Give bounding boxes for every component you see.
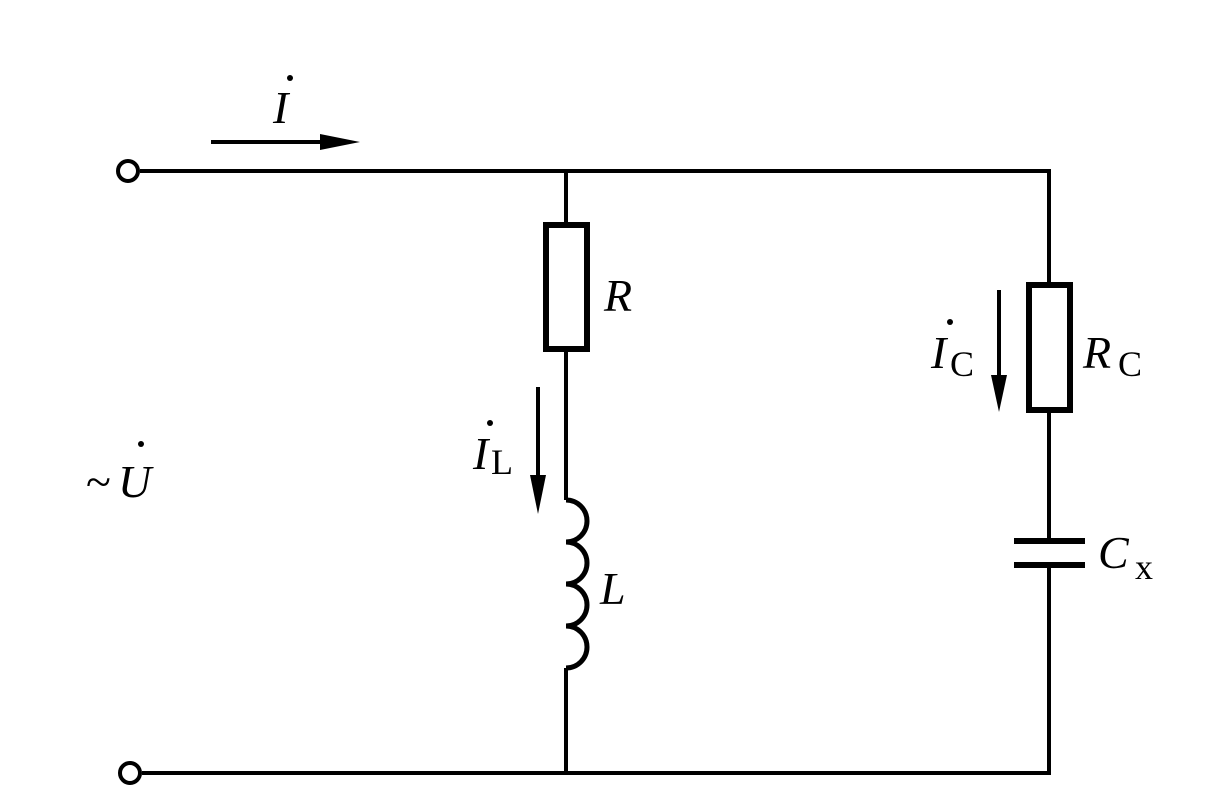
label-inductor-l: L <box>599 563 626 614</box>
label-resistor-r: R <box>603 270 632 321</box>
svg-text:C: C <box>950 344 974 384</box>
svg-text:R: R <box>1082 327 1111 378</box>
bottom-terminal <box>118 761 142 785</box>
svg-text:~: ~ <box>86 456 111 507</box>
svg-text:U: U <box>118 456 154 507</box>
resistor-rc <box>1026 282 1073 413</box>
svg-text:C: C <box>1118 344 1142 384</box>
top-terminal <box>116 159 140 183</box>
label-total-current: I <box>272 75 293 133</box>
label-inductor-current: I L <box>472 420 513 482</box>
svg-text:L: L <box>491 442 513 482</box>
svg-text:I: I <box>472 428 491 479</box>
current-arrow-total <box>211 134 360 150</box>
label-capacitor-current: I C <box>930 319 974 384</box>
svg-text:I: I <box>930 327 949 378</box>
label-capacitor-cx: C x <box>1098 527 1153 587</box>
svg-text:C: C <box>1098 527 1130 578</box>
svg-text:I: I <box>272 82 291 133</box>
resistor-r <box>543 222 590 352</box>
current-arrow-capacitor <box>991 290 1007 412</box>
label-source-voltage: ~ U <box>86 441 154 507</box>
capacitor-cx <box>1014 538 1085 568</box>
current-arrow-inductor <box>530 387 546 514</box>
inductor-l <box>565 497 590 671</box>
label-resistor-rc: R C <box>1082 327 1142 384</box>
svg-text:x: x <box>1135 547 1153 587</box>
